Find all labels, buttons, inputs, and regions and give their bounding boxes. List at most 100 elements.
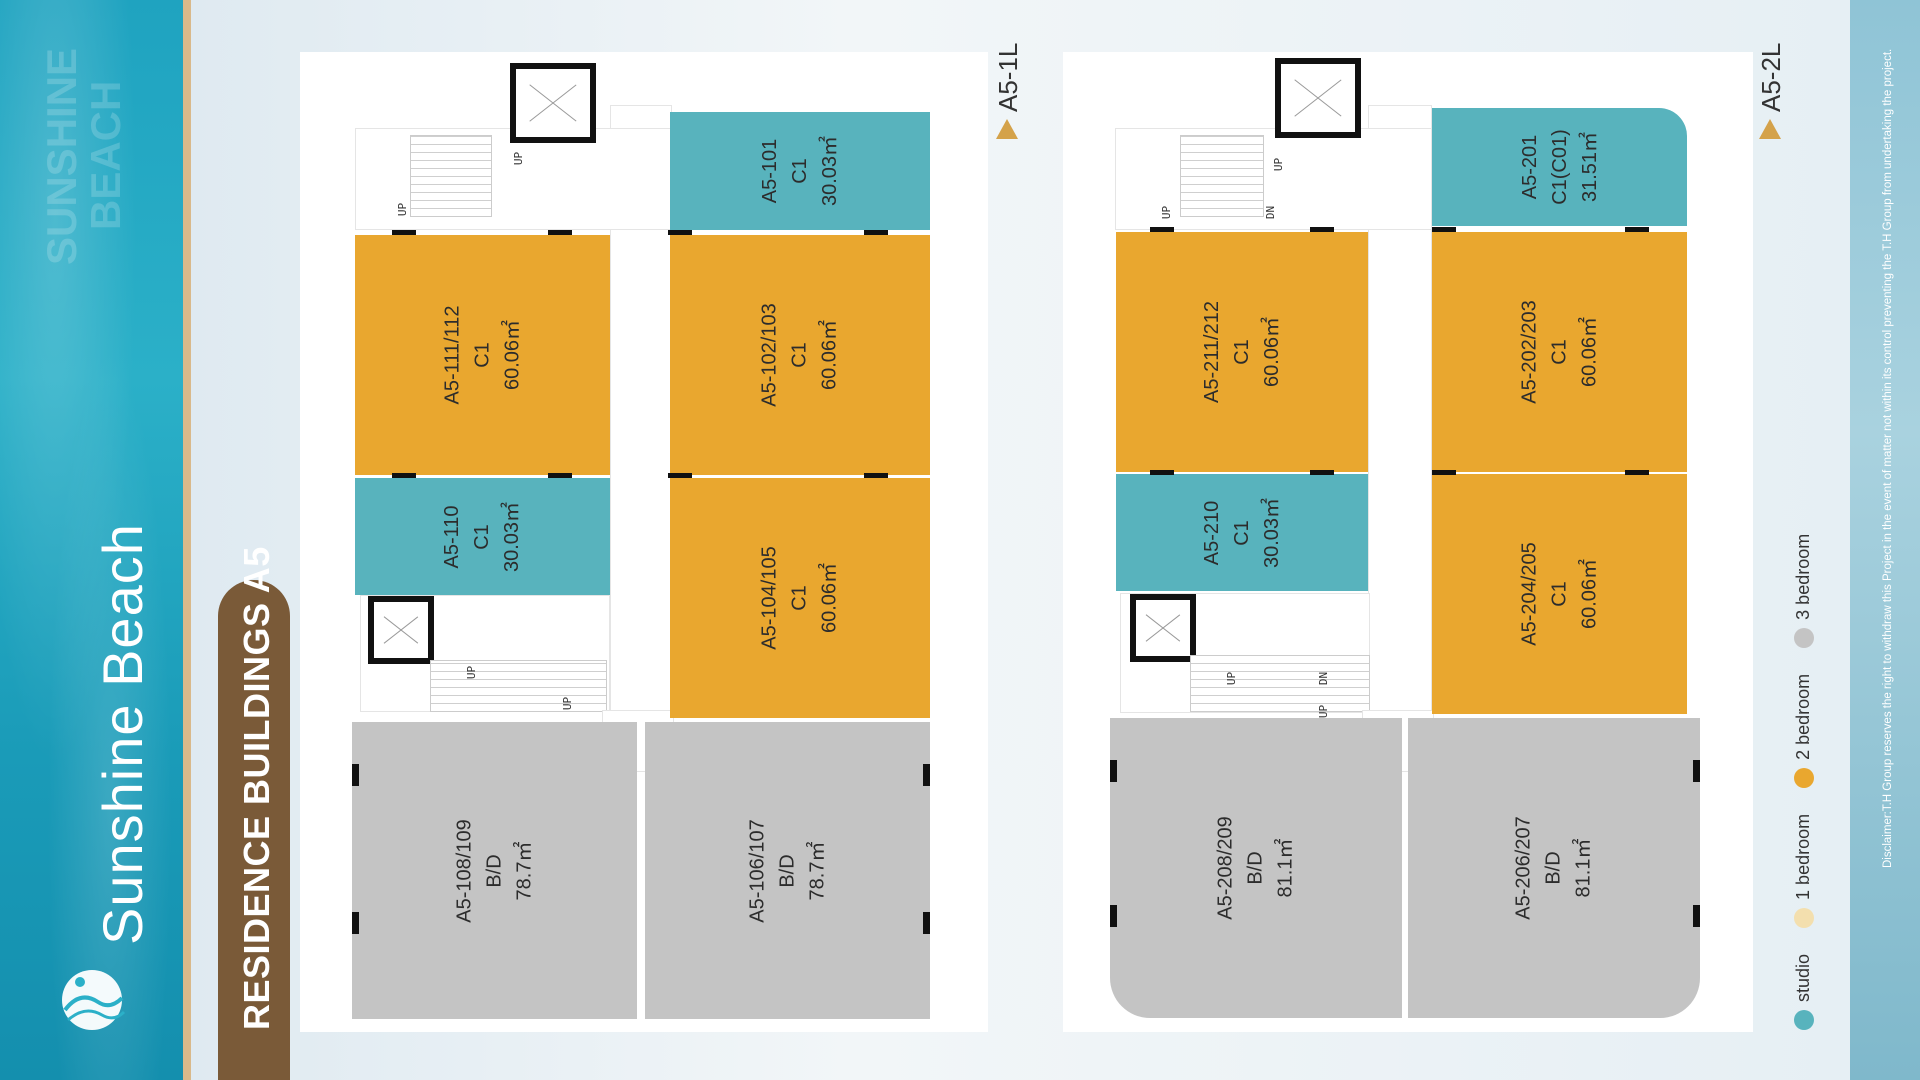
- unit-id: A5-101: [759, 138, 781, 204]
- unit-type: C1: [788, 342, 811, 368]
- wall-mark: [352, 764, 359, 786]
- stair-label: UP: [512, 151, 526, 166]
- wall-mark: [1432, 470, 1456, 475]
- page-title: RESIDENCE BUILDINGS A5: [236, 546, 277, 1030]
- unit-type: C1: [788, 585, 811, 611]
- unit-type: C1: [1231, 339, 1253, 365]
- unit-id: A5-201: [1518, 134, 1541, 200]
- legend-label: 1 bedroom: [1793, 813, 1813, 900]
- wall-mark: [1625, 470, 1649, 475]
- brand-watermark: SUNSHINE BEACH: [38, 47, 130, 265]
- wall-mark: [1110, 905, 1117, 927]
- legend-swatch: [1793, 767, 1814, 788]
- lobby: [1115, 128, 1432, 230]
- unit-area: 60.06㎡: [1578, 558, 1601, 630]
- unit-A5-204-205[interactable]: A5-204/205 C1 60.06㎡: [1432, 474, 1687, 714]
- wall-mark: [1693, 905, 1700, 927]
- unit-id: A5-111/112: [441, 305, 464, 405]
- unit-type: C1: [789, 158, 811, 184]
- stairwell: [1190, 655, 1370, 712]
- legend-swatch: [1793, 1010, 1814, 1030]
- unit-area: 30.03㎡: [1261, 497, 1283, 568]
- unit-A5-211-212[interactable]: A5-211/212 C1 60.06㎡: [1116, 232, 1368, 472]
- stair-label: UP: [396, 202, 410, 217]
- wall-mark: [548, 230, 572, 235]
- unit-id: A5-102/103: [758, 303, 781, 407]
- elevator-icon: [510, 63, 596, 143]
- unit-area: 78.7㎡: [513, 841, 536, 900]
- unit-A5-111-112[interactable]: A5-111/112 C1 60.06㎡: [355, 235, 610, 475]
- disclaimer: Disclaimer:T.H Group reserves the right …: [1882, 48, 1894, 868]
- unit-area: 60.06㎡: [501, 319, 524, 391]
- floor-marker-icon: [1759, 119, 1781, 139]
- unit-area: 30.03㎡: [501, 501, 524, 572]
- unit-area: 60.06㎡: [1578, 316, 1601, 388]
- elevator-icon: [1275, 58, 1361, 138]
- wall-mark: [864, 230, 888, 235]
- wall-mark: [1150, 470, 1174, 475]
- legend: studio 1 bedroom 2 bedroom 3 bedroom: [1793, 534, 1814, 1030]
- unit-type: B/D: [1244, 851, 1267, 885]
- legend-3-bedroom: 3 bedroom: [1793, 534, 1814, 648]
- stair-label: DN: [1317, 671, 1331, 686]
- unit-id: A5-208/209: [1214, 816, 1237, 920]
- unit-type: C1: [1548, 581, 1571, 607]
- legend-1-bedroom: 1 bedroom: [1793, 814, 1814, 928]
- floor-marker-icon: [996, 119, 1018, 139]
- unit-area: 30.03㎡: [819, 135, 841, 207]
- sand-strip: [183, 0, 191, 1080]
- stair-label: UP: [1225, 671, 1239, 686]
- brand-logo-icon: [62, 970, 126, 1030]
- unit-A5-101[interactable]: A5-101 C1 30.03㎡: [670, 112, 930, 230]
- unit-id: A5-206/207: [1512, 816, 1535, 920]
- unit-id: A5-204/205: [1518, 542, 1541, 646]
- wall-mark: [1310, 470, 1334, 475]
- ocean-banner: [0, 0, 183, 1080]
- stair-label: DN: [1264, 205, 1278, 220]
- legend-2-bedroom: 2 bedroom: [1793, 674, 1814, 788]
- unit-type: C1: [1548, 339, 1571, 365]
- wall-mark: [1625, 227, 1649, 232]
- wall-mark: [1150, 227, 1174, 232]
- unit-area: 81.1㎡: [1572, 838, 1595, 898]
- legend-swatch: [1793, 907, 1814, 928]
- wall-mark: [1432, 227, 1456, 232]
- legend-label: studio: [1793, 953, 1813, 1002]
- title-pill: [218, 580, 290, 1080]
- unit-area: 81.1㎡: [1274, 838, 1297, 898]
- unit-area: 60.06㎡: [818, 562, 841, 634]
- unit-type: C1: [471, 342, 494, 368]
- floor-tag-1L: A5-1L: [993, 42, 1023, 112]
- wall-mark: [1310, 227, 1334, 232]
- unit-id: A5-108/109: [453, 818, 476, 923]
- unit-A5-208-209[interactable]: A5-208/209 B/D 81.1㎡: [1110, 718, 1402, 1018]
- elevator-icon: [368, 596, 434, 664]
- unit-area: 60.06㎡: [1261, 316, 1283, 388]
- unit-A5-104-105[interactable]: A5-104/105 C1 60.06㎡: [670, 478, 930, 718]
- stairwell: [1180, 135, 1264, 217]
- unit-area: 31.51㎡: [1578, 131, 1601, 203]
- wall-mark: [392, 230, 416, 235]
- unit-id: A5-210: [1201, 500, 1223, 565]
- unit-id: A5-104/105: [758, 546, 781, 650]
- unit-id: A5-211/212: [1201, 301, 1223, 403]
- unit-type: B/D: [776, 853, 799, 888]
- floor-tag-2L: A5-2L: [1756, 42, 1786, 112]
- wall-mark: [668, 230, 692, 235]
- brand-name: Sunshine Beach: [91, 523, 154, 945]
- unit-id: A5-106/107: [746, 818, 769, 923]
- unit-A5-202-203[interactable]: A5-202/203 C1 60.06㎡: [1432, 232, 1687, 472]
- legend-swatch: [1793, 627, 1814, 648]
- wall-mark: [668, 473, 692, 478]
- stairwell: [430, 660, 607, 712]
- wall-mark: [1693, 760, 1700, 782]
- unit-id: A5-202/203: [1518, 300, 1541, 404]
- wall-mark: [864, 473, 888, 478]
